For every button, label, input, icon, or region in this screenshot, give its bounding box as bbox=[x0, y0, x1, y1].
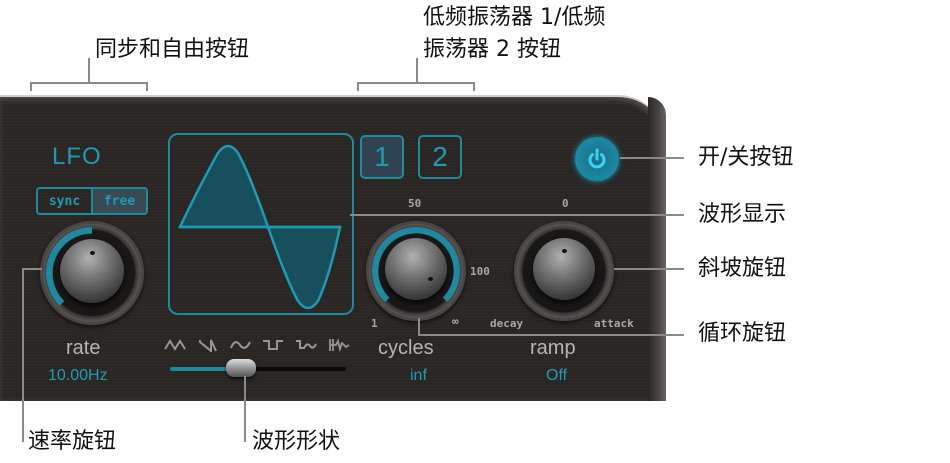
leader-power bbox=[620, 157, 684, 159]
random-wave-icon[interactable] bbox=[326, 335, 352, 355]
sync-button[interactable]: sync bbox=[38, 189, 93, 213]
callout-sync-free: 同步和自由按钮 bbox=[95, 37, 250, 62]
wave-shape-slider-thumb[interactable] bbox=[226, 359, 256, 377]
sync-free-toggle[interactable]: sync free bbox=[36, 187, 148, 215]
panel-edge bbox=[648, 97, 666, 401]
cycles-knob[interactable] bbox=[366, 221, 466, 321]
cycles-tick-right: 100 bbox=[470, 265, 490, 278]
free-button[interactable]: free bbox=[93, 189, 146, 213]
callout-cycles-knob: 循环旋钮 bbox=[698, 321, 787, 346]
leader-ramp bbox=[614, 268, 684, 270]
callout-wave-shape: 波形形状 bbox=[252, 429, 341, 454]
lfo-panel: LFO sync free rate 10.00Hz 1 2 bbox=[0, 95, 666, 401]
leader-waveform bbox=[350, 214, 684, 216]
sine-wave-icon[interactable] bbox=[228, 335, 254, 355]
cycles-indicator bbox=[428, 277, 433, 281]
ramp-tick-decay: decay bbox=[490, 317, 524, 330]
power-button[interactable] bbox=[575, 137, 619, 181]
waveform-display bbox=[168, 133, 354, 315]
bracket-tick bbox=[146, 82, 148, 91]
callout-waveform-display: 波形显示 bbox=[698, 202, 787, 227]
rate-label: rate bbox=[66, 337, 101, 359]
cycles-value: inf bbox=[410, 367, 427, 384]
wave-shape-slider-fill bbox=[170, 367, 240, 371]
leader-rate-h bbox=[22, 268, 42, 270]
square-wave-icon[interactable] bbox=[260, 335, 286, 355]
callout-lfo-buttons-2: 振荡器 2 按钮 bbox=[423, 37, 561, 62]
triangle-wave-icon[interactable] bbox=[162, 335, 188, 355]
wave-shape-slider-track[interactable] bbox=[170, 367, 346, 371]
ramp-tick-attack: attack bbox=[594, 317, 634, 330]
cycles-label: cycles bbox=[378, 337, 434, 359]
callout-lfo-buttons-1: 低频振荡器 1/低频 bbox=[423, 5, 606, 30]
ramp-indicator bbox=[562, 249, 567, 253]
callout-rate-knob: 速率旋钮 bbox=[28, 429, 117, 454]
leader-wave-shape bbox=[244, 376, 246, 442]
ramp-label: ramp bbox=[530, 337, 576, 359]
bracket-stem bbox=[416, 58, 418, 84]
power-icon bbox=[588, 148, 606, 169]
ramp-value: Off bbox=[546, 367, 568, 384]
sample-hold-smooth-icon[interactable] bbox=[293, 335, 319, 355]
leader-cycles-stem bbox=[418, 318, 420, 336]
callout-power: 开/关按钮 bbox=[698, 145, 794, 170]
ramp-tick-top: 0 bbox=[562, 197, 569, 210]
lfo-2-button[interactable]: 2 bbox=[418, 135, 462, 179]
cycles-tick-min: 1 bbox=[371, 317, 378, 330]
rate-indicator bbox=[90, 251, 95, 255]
rate-knob[interactable] bbox=[40, 221, 144, 325]
bracket-tick bbox=[473, 82, 475, 91]
leader-rate bbox=[22, 268, 24, 442]
sine-wave-graphic bbox=[178, 144, 342, 310]
bracket-tick bbox=[30, 82, 32, 91]
bracket-stem bbox=[88, 58, 90, 84]
lfo-title: LFO bbox=[52, 143, 102, 170]
sawtooth-wave-icon[interactable] bbox=[195, 335, 221, 355]
cycles-tick-max: ∞ bbox=[452, 315, 459, 328]
leader-cycles bbox=[418, 334, 684, 336]
cycles-tick-top: 50 bbox=[408, 197, 422, 210]
callout-ramp-knob: 斜坡旋钮 bbox=[698, 256, 787, 281]
bracket-tick bbox=[357, 82, 359, 91]
lfo-1-button[interactable]: 1 bbox=[360, 135, 404, 179]
ramp-knob[interactable] bbox=[514, 221, 614, 321]
wave-shape-selector[interactable] bbox=[162, 335, 352, 355]
rate-value: 10.00Hz bbox=[48, 367, 108, 384]
